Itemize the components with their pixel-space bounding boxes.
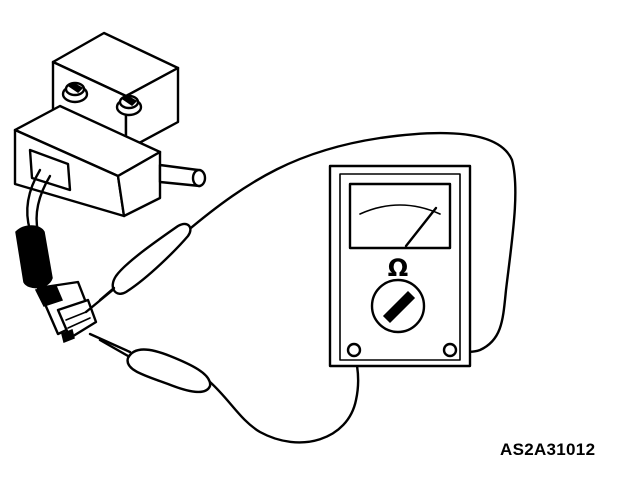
input-jack-right: [442, 342, 458, 358]
test-lead-lower: [88, 332, 360, 444]
terminal-knob-right: [115, 94, 143, 117]
connector-window: [28, 148, 72, 192]
probe-upper: [98, 222, 192, 302]
input-jack-left: [346, 342, 362, 358]
probe-lower: [98, 338, 212, 394]
harness-connector: [34, 280, 98, 344]
ohm-symbol: Ω: [388, 254, 408, 282]
ohmmeter: [328, 164, 472, 368]
component-housing: [13, 31, 180, 218]
meter-display: [348, 182, 452, 250]
mounting-shaft: [158, 163, 207, 188]
harness-wire: [15, 168, 53, 289]
figure-code: AS2A31012: [500, 440, 596, 459]
meter-needle: [404, 206, 438, 248]
meter-scale: [359, 204, 441, 215]
terminal-knob-left: [61, 81, 89, 104]
